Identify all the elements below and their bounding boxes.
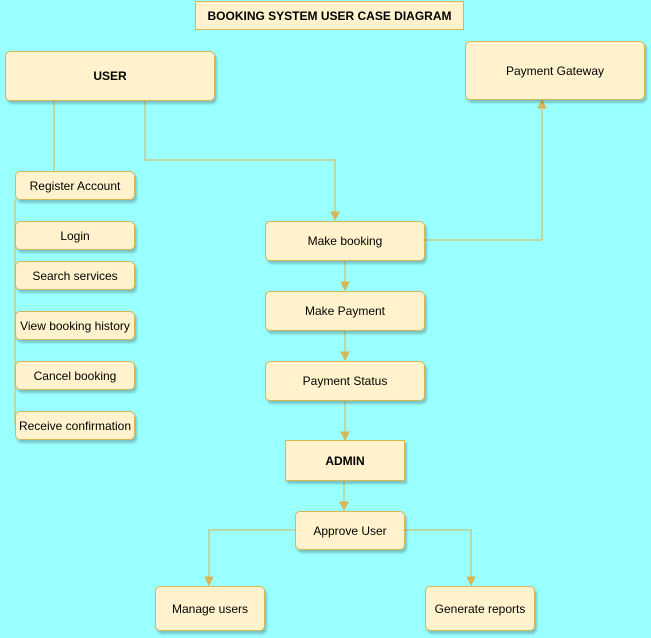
node-login[interactable]: Login <box>15 221 135 250</box>
node-receive-confirmation[interactable]: Receive confirmation <box>15 411 135 440</box>
node-view-booking-history[interactable]: View booking history <box>15 311 135 340</box>
arrowhead-payment-status <box>340 351 350 362</box>
arrowhead-make-booking <box>330 211 340 222</box>
arrowhead-manage-users <box>204 576 214 587</box>
node-admin[interactable]: ADMIN <box>285 440 405 481</box>
arrowhead-generate-reports <box>466 576 476 587</box>
node-cancel-booking[interactable]: Cancel booking <box>15 361 135 390</box>
arrowhead-admin <box>340 431 350 442</box>
edge-user-to-make-booking <box>144 101 336 212</box>
node-user[interactable]: USER <box>5 51 215 101</box>
arrowhead-approve-user <box>339 501 349 512</box>
node-make-booking[interactable]: Make booking <box>265 221 425 261</box>
edge-approve-user-to-manage-users <box>208 529 295 577</box>
arrowhead-make-payment <box>340 281 350 292</box>
node-approve-user[interactable]: Approve User <box>295 511 405 550</box>
diagram-title: BOOKING SYSTEM USER CASE DIAGRAM <box>195 1 464 30</box>
node-manage-users[interactable]: Manage users <box>155 586 265 631</box>
node-generate-reports[interactable]: Generate reports <box>425 586 535 631</box>
arrowhead-payment-gateway <box>537 98 547 109</box>
edge-approve-user-to-generate-reports <box>404 529 472 577</box>
node-payment-gateway[interactable]: Payment Gateway <box>465 41 645 100</box>
node-register-account[interactable]: Register Account <box>15 171 135 200</box>
edge-make-booking-to-payment-gateway <box>425 108 543 241</box>
node-search-services[interactable]: Search services <box>15 261 135 290</box>
node-make-payment[interactable]: Make Payment <box>265 291 425 331</box>
node-payment-status[interactable]: Payment Status <box>265 361 425 401</box>
